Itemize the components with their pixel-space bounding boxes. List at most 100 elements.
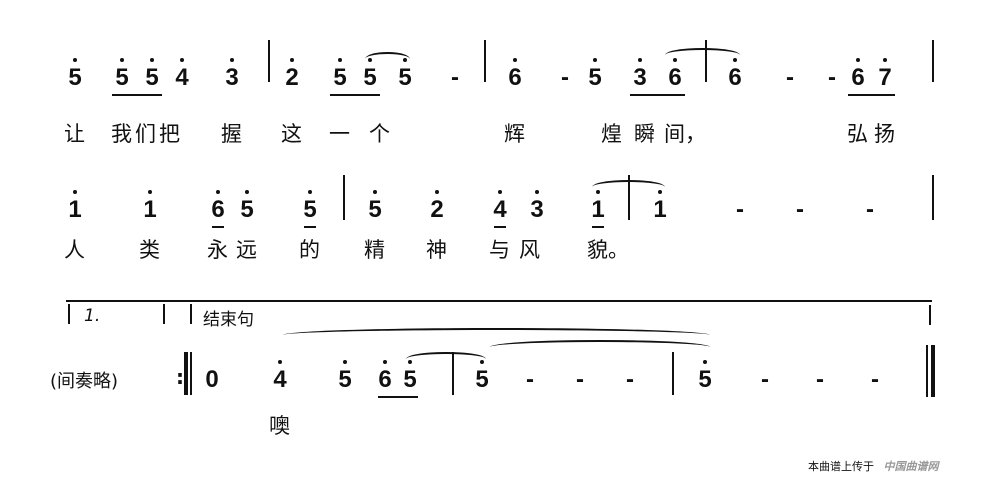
note: 3 <box>527 190 547 222</box>
lyric: 永 <box>207 238 228 262</box>
note: 5 <box>360 58 380 90</box>
note: 3 <box>222 58 242 90</box>
octave-dot <box>883 58 887 62</box>
note: 1 <box>65 190 85 222</box>
beam-underline <box>592 226 604 228</box>
octave-dot <box>373 190 377 194</box>
bar-line <box>932 175 934 220</box>
lyric: 让 <box>64 122 85 146</box>
volta-1-label: 1. <box>84 306 101 326</box>
octave-dot <box>593 58 597 62</box>
lyric: 一 <box>329 122 350 146</box>
octave-dot <box>435 190 439 194</box>
beam-underline <box>848 94 895 96</box>
dash-extension: - <box>761 366 769 393</box>
volta-bracket-bar <box>190 304 192 324</box>
note: 3 <box>630 58 650 90</box>
beam-underline <box>630 94 685 96</box>
note: 4 <box>490 190 510 222</box>
bar-line <box>452 352 454 395</box>
volta-bracket-bar <box>68 304 70 324</box>
note: 6 <box>848 58 868 90</box>
octave-dot <box>535 190 539 194</box>
dash-extension: - <box>526 366 534 393</box>
octave-dot <box>343 360 347 364</box>
lyric: 远 <box>236 238 257 262</box>
final-barline <box>926 345 928 397</box>
note: 5 <box>237 190 257 222</box>
dash-extension: - <box>451 64 459 91</box>
octave-dot <box>73 190 77 194</box>
note: 5 <box>330 58 350 90</box>
note: 5 <box>112 58 132 90</box>
lyric: 风 <box>519 238 540 262</box>
dash-extension: - <box>561 64 569 91</box>
dash-extension: - <box>828 64 836 91</box>
bar-line <box>484 40 486 82</box>
note: 5 <box>142 58 162 90</box>
note: 6 <box>665 58 685 90</box>
beam-underline <box>494 226 506 228</box>
note: 6 <box>725 58 745 90</box>
octave-dot <box>278 360 282 364</box>
note: 5 <box>65 58 85 90</box>
site-logo: 中国曲谱网 <box>883 460 939 473</box>
note: 0 <box>205 366 219 393</box>
tie-slur <box>365 52 410 66</box>
lyric: 人 <box>64 238 85 262</box>
octave-dot <box>148 190 152 194</box>
octave-dot <box>308 190 312 194</box>
lyric: 煌 <box>601 122 622 146</box>
note: 4 <box>172 58 192 90</box>
dash-extension: - <box>816 366 824 393</box>
lyric: 的 <box>299 238 320 262</box>
octave-dot <box>383 360 387 364</box>
repeat-sign: : <box>176 365 184 389</box>
bar-line <box>268 40 270 82</box>
note: 5 <box>472 360 492 392</box>
octave-dot <box>216 190 220 194</box>
note: 1 <box>140 190 160 222</box>
note: 6 <box>208 190 228 222</box>
note: 5 <box>300 190 320 222</box>
tie-slur <box>592 180 665 194</box>
note: 7 <box>875 58 895 90</box>
note: 6 <box>375 360 395 392</box>
tie-slur <box>490 340 710 354</box>
final-barline <box>932 40 934 82</box>
volta-bracket-bar <box>163 304 165 324</box>
interlude-label: (间奏略) <box>50 371 119 392</box>
bar-line <box>672 352 674 395</box>
double-barline <box>184 352 188 395</box>
dash-extension: - <box>736 196 744 223</box>
octave-dot <box>290 58 294 62</box>
note: 1 <box>588 190 608 222</box>
note: 5 <box>585 58 605 90</box>
lyric: 弘 <box>847 122 868 146</box>
note: 5 <box>400 360 420 392</box>
octave-dot <box>245 190 249 194</box>
note: 5 <box>335 360 355 392</box>
footer-text: 本曲谱上传于 <box>808 460 874 473</box>
dash-extension: - <box>626 366 634 393</box>
lyric: 们 <box>135 122 156 146</box>
dash-extension: - <box>866 196 874 223</box>
bar-line <box>628 175 630 220</box>
lyric: 神 <box>426 238 447 262</box>
ending-label: 结束句 <box>203 310 254 330</box>
final-barline <box>931 345 935 397</box>
note: 5 <box>365 190 385 222</box>
note: 5 <box>395 58 415 90</box>
lyric: 握 <box>221 122 242 146</box>
lyric: 与 <box>489 238 510 262</box>
lyric: 辉 <box>504 122 525 146</box>
bar-line <box>343 175 345 220</box>
beam-underline <box>112 94 162 96</box>
lyric: 貌。 <box>587 238 629 262</box>
tie-slur <box>283 328 710 342</box>
dash-extension: - <box>576 366 584 393</box>
octave-dot <box>180 58 184 62</box>
octave-dot <box>150 58 154 62</box>
lyric: 瞬 <box>634 122 655 146</box>
